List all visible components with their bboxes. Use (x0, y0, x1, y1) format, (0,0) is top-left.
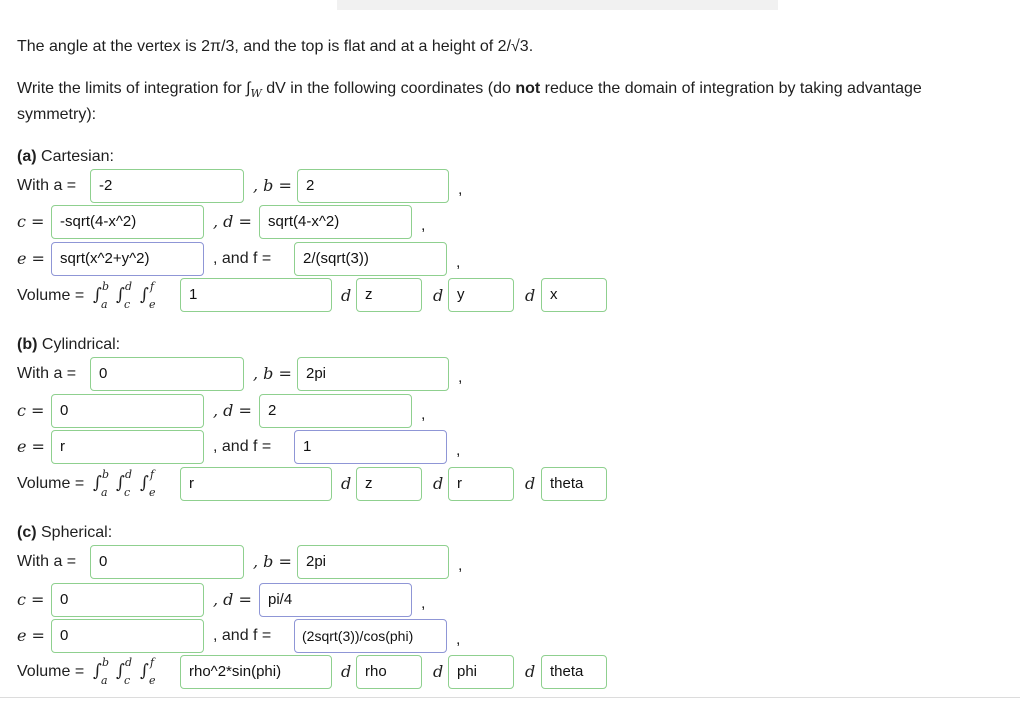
a-cart-c-input[interactable]: -sqrt(4-x^2) (51, 205, 204, 239)
and-f-label: , and f = (213, 627, 272, 644)
b-cyl-d2-input[interactable]: r (448, 467, 514, 501)
section-c-title: (c) Spherical: (17, 524, 113, 541)
b-label: , b = (253, 552, 292, 571)
d-label: d (525, 286, 536, 305)
top-bar (337, 0, 778, 10)
problem-line-2: Write the limits of integration for ∫W d… (17, 80, 922, 101)
comma: , (458, 557, 463, 574)
comma: , (421, 406, 426, 423)
d-label: , d = (213, 401, 252, 420)
volume-label: Volume = (17, 287, 85, 304)
c-sph-d3-input[interactable]: theta (541, 655, 607, 689)
b-cyl-d3-input[interactable]: theta (541, 467, 607, 501)
b-label: , b = (253, 176, 292, 195)
comma: , (456, 631, 461, 648)
a-cart-d-input[interactable]: sqrt(4-x^2) (259, 205, 412, 239)
volume-label: Volume = (17, 663, 85, 680)
b-cyl-f-input[interactable]: 1 (294, 430, 447, 464)
comma: , (456, 254, 461, 271)
b-label: , b = (253, 364, 292, 383)
c-sph-e-input[interactable]: 0 (51, 619, 204, 653)
a-cart-integrand-input[interactable]: 1 (180, 278, 332, 312)
c-sph-c-input[interactable]: 0 (51, 583, 204, 617)
d-label: d (341, 662, 352, 681)
b-cyl-b-input[interactable]: 2pi (297, 357, 449, 391)
comma: , (458, 369, 463, 386)
b-cyl-e-input[interactable]: r (51, 430, 204, 464)
problem-line-3: symmetry): (17, 106, 97, 123)
problem-line-1: The angle at the vertex is 2π/3, and the… (17, 38, 534, 55)
bottom-divider (0, 697, 1020, 698)
d-label: d (341, 286, 352, 305)
d-label: d (525, 474, 536, 493)
b-cyl-integrand-input[interactable]: r (180, 467, 332, 501)
d-label: , d = (213, 590, 252, 609)
b-cyl-d1-input[interactable]: z (356, 467, 422, 501)
with-a-label: With a = (17, 553, 77, 570)
a-cart-a-input[interactable]: -2 (90, 169, 244, 203)
e-label: e = (17, 626, 45, 645)
d-label: d (341, 474, 352, 493)
b-cyl-c-input[interactable]: 0 (51, 394, 204, 428)
b-cyl-a-input[interactable]: 0 (90, 357, 244, 391)
d-label: d (525, 662, 536, 681)
comma: , (421, 595, 426, 612)
c-sph-d1-input[interactable]: rho (356, 655, 422, 689)
e-label: e = (17, 437, 45, 456)
volume-label: Volume = (17, 475, 85, 492)
c-sph-d2-input[interactable]: phi (448, 655, 514, 689)
section-b-title: (b) Cylindrical: (17, 336, 121, 353)
c-label: c = (17, 590, 45, 609)
e-label: e = (17, 249, 45, 268)
section-a-title: (a) Cartesian: (17, 148, 114, 165)
d-label: d (433, 286, 444, 305)
a-cart-d3-input[interactable]: x (541, 278, 607, 312)
a-cart-d1-input[interactable]: z (356, 278, 422, 312)
a-cart-b-input[interactable]: 2 (297, 169, 449, 203)
with-a-label: With a = (17, 177, 77, 194)
and-f-label: , and f = (213, 250, 272, 267)
and-f-label: , and f = (213, 438, 272, 455)
c-sph-integrand-input[interactable]: rho^2*sin(phi) (180, 655, 332, 689)
a-cart-e-input[interactable]: sqrt(x^2+y^2) (51, 242, 204, 276)
d-label: , d = (213, 212, 252, 231)
d-label: d (433, 662, 444, 681)
c-label: c = (17, 401, 45, 420)
comma: , (456, 442, 461, 459)
c-sph-f-input[interactable]: (2sqrt(3))/cos(phi) (294, 619, 447, 653)
d-label: d (433, 474, 444, 493)
c-sph-a-input[interactable]: 0 (90, 545, 244, 579)
b-cyl-d-input[interactable]: 2 (259, 394, 412, 428)
a-cart-f-input[interactable]: 2/(sqrt(3)) (294, 242, 447, 276)
comma: , (421, 217, 426, 234)
a-cart-d2-input[interactable]: y (448, 278, 514, 312)
c-sph-b-input[interactable]: 2pi (297, 545, 449, 579)
c-sph-d-input[interactable]: pi/4 (259, 583, 412, 617)
comma: , (458, 181, 463, 198)
with-a-label: With a = (17, 365, 77, 382)
c-label: c = (17, 212, 45, 231)
